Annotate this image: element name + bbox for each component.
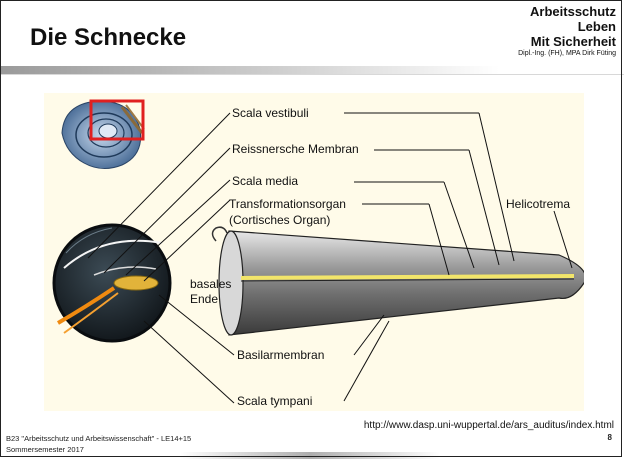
slide-frame [0, 0, 622, 457]
